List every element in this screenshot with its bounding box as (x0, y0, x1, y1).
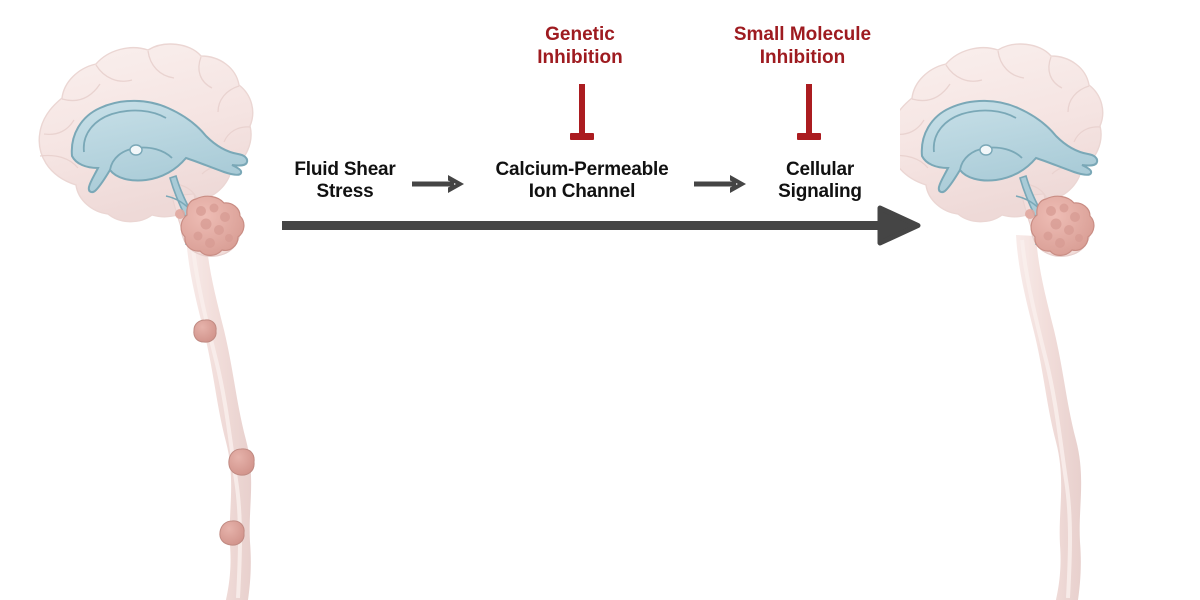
posterior-fossa-tumor (175, 195, 245, 256)
spinal-cord (1016, 235, 1082, 600)
inhibition-label-line2: Inhibition (759, 46, 846, 68)
right-anatomy-panel (900, 0, 1200, 600)
inhibition-label-line1: Small Molecule (733, 24, 872, 45)
posterior-fossa-tumor (1025, 195, 1095, 256)
pathway-node-line1: Cellular (785, 159, 855, 180)
spinal-metastasis-1 (193, 319, 217, 343)
pathway-node-calcium-permeable-ion-channel: Calcium-Permeable Ion Channel (472, 159, 692, 203)
inhibition-bar-icon (793, 84, 825, 151)
inhibition-label-line2: Inhibition (537, 46, 623, 68)
pathway-node-line2: Signaling (778, 180, 862, 202)
spinal-metastasis-3 (219, 520, 245, 546)
genetic-inhibition-label: Genetic Inhibition (470, 24, 690, 70)
small-molecule-inhibition-label: Small Molecule Inhibition (690, 24, 915, 70)
pathway-node-line1: Fluid Shear (294, 159, 396, 180)
inhibition-bar-icon (566, 84, 598, 151)
spinal-metastases-group (193, 319, 255, 546)
right-arrow-icon (412, 172, 470, 201)
pathway-node-line2: Stress (316, 180, 374, 202)
left-anatomy-panel (0, 0, 300, 600)
pathway-node-line1: Calcium-Permeable (495, 159, 669, 180)
long-right-arrow-icon (280, 205, 930, 254)
pathway-node-line2: Ion Channel (528, 180, 636, 202)
signaling-pathway: Fluid Shear Stress Calcium-Permeable Ion… (280, 150, 930, 230)
pathway-node-cellular-signaling: Cellular Signaling (750, 159, 890, 203)
right-arrow-icon (694, 172, 752, 201)
pathway-node-fluid-shear-stress: Fluid Shear Stress (280, 159, 410, 203)
inhibition-label-line1: Genetic (545, 24, 615, 45)
spinal-cord (186, 235, 252, 600)
spinal-metastasis-2 (228, 448, 255, 476)
